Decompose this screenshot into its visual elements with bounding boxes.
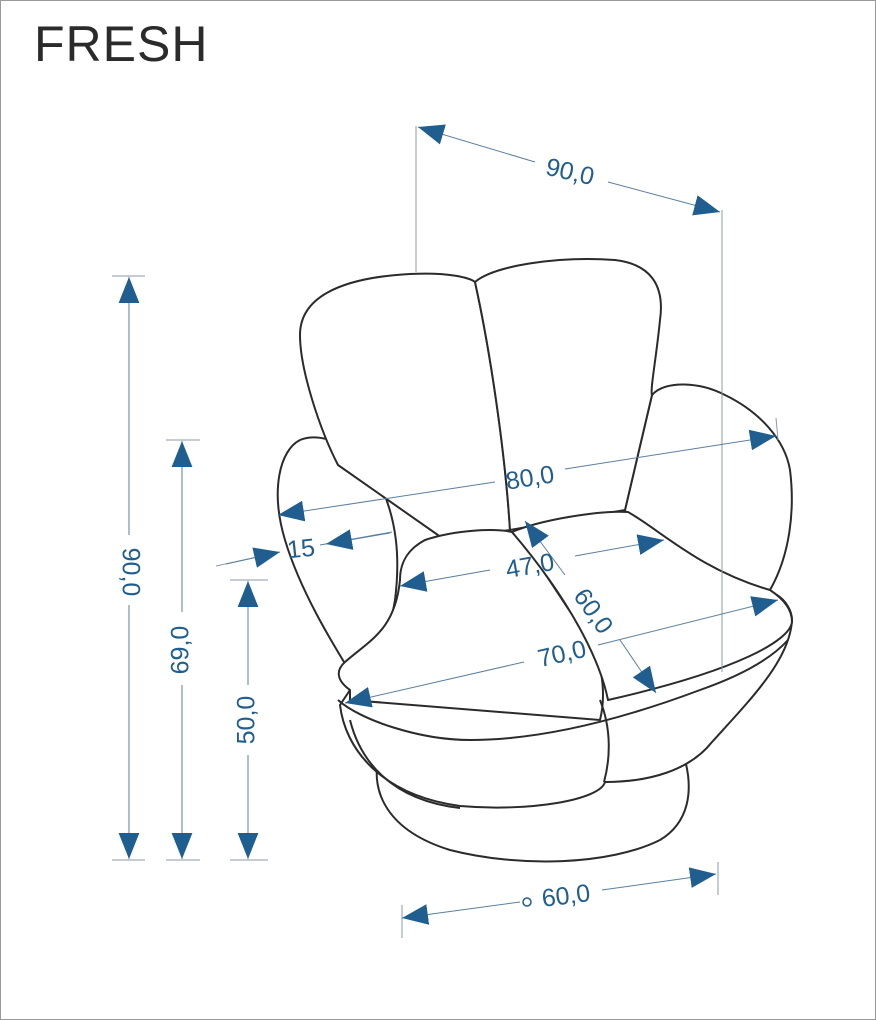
dim-line-armrest-width	[225, 547, 281, 568]
dim-line-seat-depth	[524, 520, 566, 576]
swivel-base	[375, 759, 690, 863]
label-armrest-width: 15	[286, 534, 317, 565]
seat-front-edge	[337, 639, 789, 742]
seat-front-seam	[599, 699, 610, 783]
label-width-top: 90,0	[543, 153, 597, 191]
back-right-petal	[474, 258, 662, 531]
dimension-lines	[118, 124, 779, 925]
diameter-symbol-icon	[522, 897, 532, 907]
dim-line-seat-width	[399, 569, 491, 592]
dim-line-width-inner	[277, 481, 496, 522]
product-title: FRESH	[34, 16, 209, 72]
dim-line-base-diameter	[401, 901, 521, 925]
label-height-seat: 50,0	[233, 696, 261, 745]
dim-line-seat-front-width	[344, 661, 525, 708]
label-height-armrest: 69,0	[167, 626, 195, 675]
label-base-diameter: 60,0	[540, 879, 592, 913]
label-height-total: 90,0	[116, 548, 144, 597]
dim-line-width-top	[417, 124, 536, 163]
seat-lower-edge	[349, 719, 461, 809]
